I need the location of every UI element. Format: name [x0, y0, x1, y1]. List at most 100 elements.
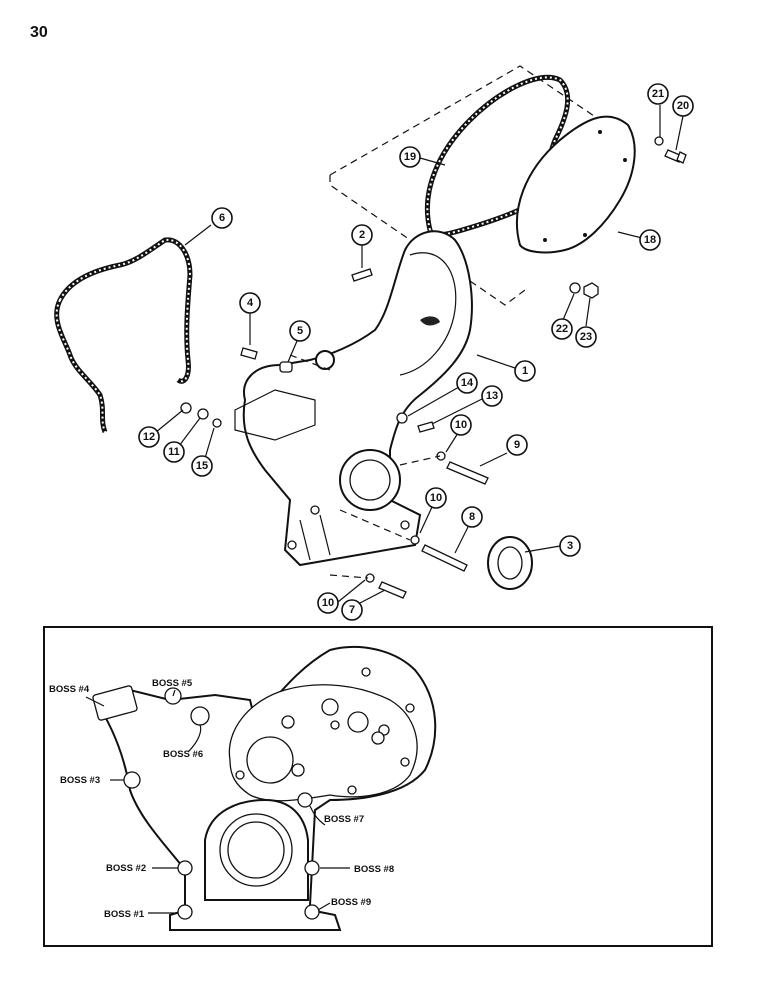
boss-leader — [187, 724, 202, 753]
svg-text:18: 18 — [644, 234, 656, 246]
leader-line — [524, 545, 561, 553]
housing-bolt — [240, 347, 258, 360]
callout-3: 3 — [559, 535, 581, 557]
svg-text:3: 3 — [567, 540, 573, 552]
leader-line — [419, 506, 433, 534]
cover-gasket — [424, 74, 571, 238]
boss-leader — [85, 696, 105, 707]
leader-line — [407, 382, 467, 417]
cover-nut — [583, 282, 599, 299]
callout-2: 2 — [351, 224, 373, 246]
svg-text:19: 19 — [404, 151, 416, 163]
callout-10-lower: 10 — [317, 592, 339, 614]
leader-line — [454, 526, 469, 554]
boss-leader — [172, 689, 176, 697]
svg-text:10: 10 — [455, 419, 467, 431]
leader-line — [359, 589, 386, 604]
boss-label-9: BOSS #9 — [331, 897, 371, 908]
leader-line — [479, 452, 508, 467]
bolt-9 — [446, 461, 489, 485]
leader-line — [419, 157, 446, 166]
callout-7: 7 — [341, 599, 363, 621]
svg-text:22: 22 — [556, 323, 568, 335]
bolt-13 — [417, 421, 435, 433]
cover-lockwasher — [569, 282, 581, 294]
callout-9: 9 — [506, 434, 528, 456]
washer-11 — [197, 408, 209, 420]
callout-23: 23 — [575, 326, 597, 348]
svg-text:6: 6 — [219, 212, 225, 224]
svg-text:5: 5 — [297, 325, 303, 337]
front-gasket — [54, 237, 193, 433]
page-number: 30 — [30, 24, 48, 41]
bolt-7 — [378, 581, 407, 599]
washer-12 — [180, 402, 192, 414]
callout-19: 19 — [399, 146, 421, 168]
svg-text:21: 21 — [652, 88, 664, 100]
leader-line — [675, 115, 684, 151]
callout-18: 18 — [639, 229, 661, 251]
callout-14: 14 — [456, 372, 478, 394]
leader-line — [562, 293, 575, 321]
leader-line — [287, 340, 298, 363]
oil-seal — [487, 536, 533, 590]
cover-bolt — [664, 149, 687, 164]
callout-10-middle: 10 — [425, 487, 447, 509]
svg-text:11: 11 — [168, 446, 180, 458]
alignment-line — [339, 509, 411, 541]
svg-text:20: 20 — [677, 100, 689, 112]
svg-text:8: 8 — [469, 511, 475, 523]
front-cover-housing — [234, 230, 473, 567]
callout-15: 15 — [191, 455, 213, 477]
washer-15 — [212, 418, 222, 428]
cover-washer — [654, 136, 664, 146]
callout-8: 8 — [461, 506, 483, 528]
leader-line — [585, 297, 591, 327]
callout-5: 5 — [289, 320, 311, 342]
svg-text:9: 9 — [514, 439, 520, 451]
callout-13: 13 — [481, 385, 503, 407]
boss-label-1: BOSS #1 — [104, 909, 145, 920]
callout-6: 6 — [211, 207, 233, 229]
washer-10-middle — [410, 535, 420, 545]
alignment-line — [329, 574, 369, 579]
cover-outline-view — [92, 646, 437, 931]
svg-text:15: 15 — [196, 460, 208, 472]
svg-text:10: 10 — [430, 492, 442, 504]
boss-leader — [309, 805, 326, 826]
boss-leader — [317, 902, 331, 911]
washer-10-upper — [436, 451, 446, 461]
svg-text:10: 10 — [322, 597, 334, 609]
boss-label-3: BOSS #3 — [60, 775, 100, 786]
callout-10-upper: 10 — [450, 414, 472, 436]
svg-text:1: 1 — [522, 365, 528, 377]
callout-22: 22 — [551, 318, 573, 340]
leader-line — [184, 224, 212, 246]
alignment-line — [399, 455, 441, 466]
leader-line — [337, 579, 366, 603]
boss-label-5: BOSS #5 — [152, 678, 193, 689]
svg-text:4: 4 — [247, 297, 254, 309]
boss-label-4: BOSS #4 — [49, 684, 90, 695]
boss-label-8: BOSS #8 — [354, 864, 394, 875]
svg-text:12: 12 — [143, 431, 155, 443]
bolt-8 — [421, 544, 468, 572]
boss-label-6: BOSS #6 — [163, 749, 203, 760]
callout-20: 20 — [672, 95, 694, 117]
timing-cover-plate — [516, 115, 636, 254]
spacer — [279, 361, 293, 373]
cover-assembly-dashed-outline — [329, 65, 601, 306]
svg-text:7: 7 — [349, 604, 355, 616]
callout-12: 12 — [138, 426, 160, 448]
svg-text:13: 13 — [486, 390, 498, 402]
leader-line — [445, 432, 459, 453]
leader-line — [431, 397, 485, 425]
callout-1: 1 — [514, 360, 536, 382]
callout-21: 21 — [647, 83, 669, 105]
svg-text:2: 2 — [359, 229, 365, 241]
callout-4: 4 — [239, 292, 261, 314]
svg-text:14: 14 — [461, 377, 474, 389]
boss-label-2: BOSS #2 — [106, 863, 146, 874]
boss-label-7: BOSS #7 — [324, 814, 364, 825]
